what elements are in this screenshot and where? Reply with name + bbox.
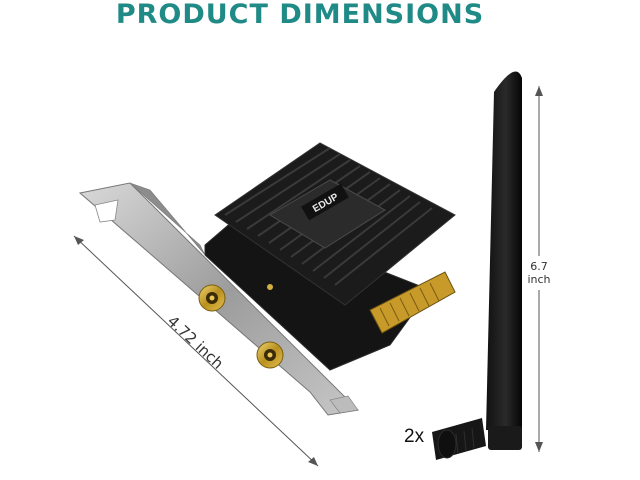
antenna-height-value: 6.7 — [530, 260, 548, 273]
mounting-bracket — [78, 182, 360, 416]
page-title: PRODUCT DIMENSIONS — [115, 0, 485, 30]
antenna-height-unit: inch — [527, 273, 550, 286]
antenna-connector-1 — [198, 284, 226, 312]
antenna — [432, 71, 522, 460]
pcie-card: EDUP — [204, 142, 456, 371]
pcie-gold-fingers — [369, 271, 456, 334]
antenna-quantity-label: 2x — [404, 426, 425, 447]
antenna-dimension-line: 6.7 inch — [525, 86, 555, 452]
antenna-connector-2 — [256, 341, 284, 369]
bracket-length-label: 4.72 inch — [164, 312, 227, 373]
heatsink: EDUP — [214, 142, 456, 306]
